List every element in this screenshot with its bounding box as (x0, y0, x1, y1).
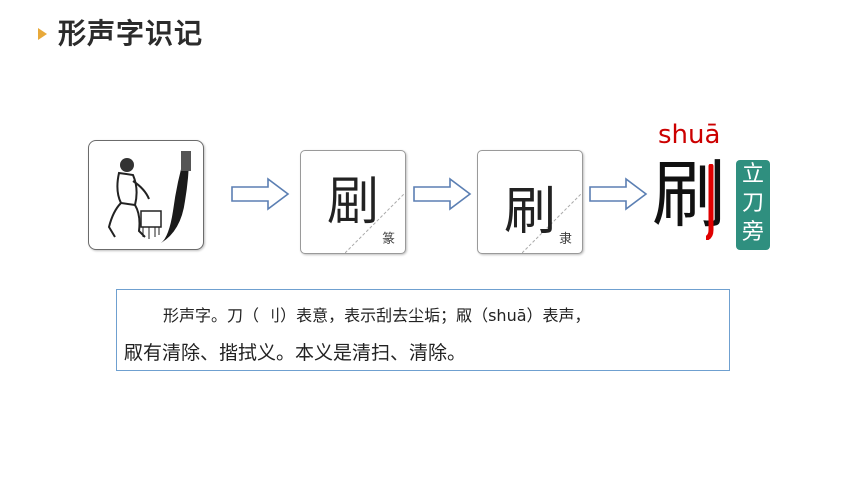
seal-script-glyph: 𠜾 (326, 172, 379, 232)
clerical-script-glyph: 刷 (503, 182, 556, 242)
description-box: 形声字。刀（ 刂）表意，表示刮去尘垢；㕞（shuā）表声， 㕞有清除、揩拭义。本… (116, 289, 730, 371)
clerical-script-panel: 刷 隶 (477, 150, 583, 254)
pictograph-image (88, 140, 204, 250)
title-marker-icon (38, 28, 47, 40)
radical-name-char: 立 (741, 162, 764, 187)
arrow-right-icon (588, 176, 648, 212)
panel-corner-divider (345, 193, 405, 253)
panel-corner-divider (522, 193, 582, 253)
arrow-right-icon (230, 176, 290, 212)
seal-script-panel: 𠜾 篆 (300, 150, 406, 254)
radical-highlight (706, 164, 714, 240)
radical-name-tag: 立 刀 旁 (736, 160, 770, 250)
radical-name-char: 旁 (741, 220, 764, 245)
arrow-right-icon (412, 176, 472, 212)
seal-script-label: 篆 (381, 232, 395, 247)
description-line: 形声字。刀（ 刂）表意，表示刮去尘垢；㕞（shuā）表声， (163, 306, 591, 325)
description-line: 㕞有清除、揩拭义。本义是清扫、清除。 (124, 342, 467, 364)
pinyin-label: shuā (658, 120, 721, 150)
person-brushing-illustration (107, 151, 191, 243)
clerical-script-label: 隶 (558, 232, 572, 247)
slide-title: 形声字识记 (58, 17, 204, 50)
character-glyph: 刷 (652, 152, 726, 238)
radical-name-char: 刀 (741, 191, 764, 216)
